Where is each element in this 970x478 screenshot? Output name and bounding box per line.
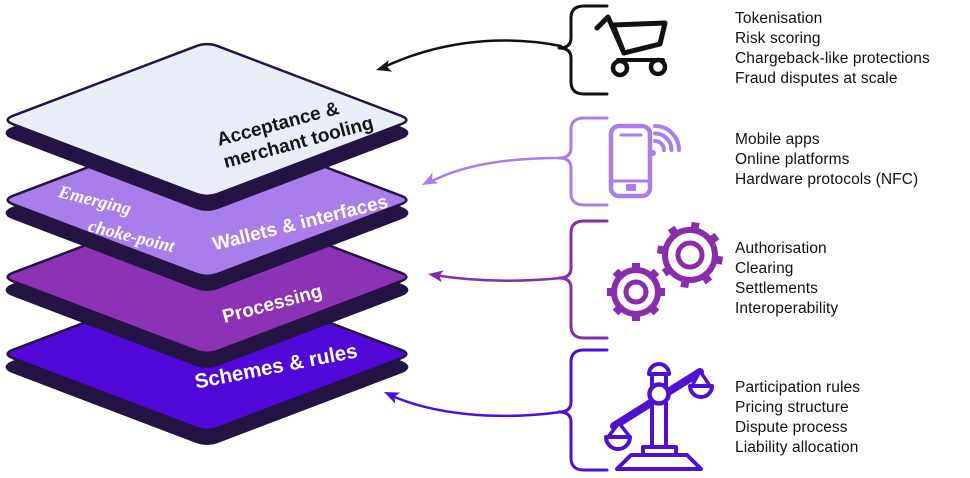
list-item: Clearing: [735, 260, 794, 277]
processing-item-list: Authorisation Clearing Settlements Inter…: [735, 239, 838, 319]
gears-icon: [602, 221, 724, 326]
schemes-item-list: Participation rules Pricing structure Di…: [735, 378, 860, 458]
phone-body: [608, 123, 653, 199]
scales-base: [615, 453, 703, 471]
wallets-item-list: Mobile apps Online platforms Hardware pr…: [735, 130, 918, 190]
scales-right-bowl: [688, 384, 714, 399]
bracket-wallets: [557, 116, 609, 207]
bracket-processing: [557, 219, 609, 340]
cart-wheel-right: [648, 57, 668, 77]
list-item: Pricing structure: [735, 399, 849, 416]
arrowhead-schemes: [381, 386, 401, 404]
legend-group-processing: [427, 219, 724, 340]
cart-basket: [610, 20, 668, 56]
gear-large-hole: [675, 240, 705, 270]
scales-icon: [604, 362, 714, 471]
list-item: Fraud disputes at scale: [735, 70, 898, 87]
arrow-wallets: [426, 156, 563, 185]
arrow-processing: [432, 273, 563, 283]
list-item: Risk scoring: [735, 30, 821, 47]
list-item: Hardware protocols (NFC): [735, 171, 919, 188]
shopping-cart-icon: [594, 14, 668, 78]
cart-wheel-left: [610, 58, 630, 78]
list-item: Authorisation: [735, 240, 827, 257]
gear-small-hole: [623, 279, 649, 305]
phone-button: [626, 184, 636, 191]
scales-dome: [647, 362, 671, 376]
scales-pivot: [647, 382, 671, 406]
bracket-acceptance: [557, 4, 609, 96]
layer-stack: Schemes & rules Processing Wallets & int…: [5, 42, 409, 445]
legend-group-wallets: [419, 116, 681, 207]
layer-acceptance: Acceptance & merchant tooling: [5, 42, 409, 211]
list-item: Participation rules: [735, 379, 861, 396]
nfc-waves: [650, 124, 681, 156]
arrow-acceptance: [380, 39, 563, 70]
scales-left-bowl: [604, 435, 632, 451]
arrow-schemes: [388, 393, 563, 418]
nfc-arc-2: [653, 131, 674, 152]
list-item: Chargeback-like protections: [735, 50, 930, 67]
list-item: Tokenisation: [735, 10, 823, 27]
arrowhead-acceptance: [374, 60, 393, 76]
legend-group-acceptance: [374, 4, 668, 96]
list-item: Settlements: [735, 280, 818, 297]
layer-processing: Processing: [5, 199, 409, 368]
list-item: Liability allocation: [735, 439, 859, 456]
list-item: Interoperability: [735, 300, 839, 317]
nfc-dot: [650, 150, 656, 156]
bracket-schemes: [557, 348, 609, 472]
nfc-arc-1: [653, 139, 666, 152]
nfc-arc-3: [653, 124, 681, 152]
acceptance-item-list: Tokenisation Risk scoring Chargeback-lik…: [735, 9, 930, 89]
legend-group-schemes: [381, 348, 714, 472]
list-item: Dispute process: [735, 419, 848, 436]
arrowhead-wallets: [419, 172, 439, 191]
smartphone-nfc-icon: [608, 123, 681, 199]
list-item: Mobile apps: [735, 131, 820, 148]
list-item: Online platforms: [735, 151, 850, 168]
